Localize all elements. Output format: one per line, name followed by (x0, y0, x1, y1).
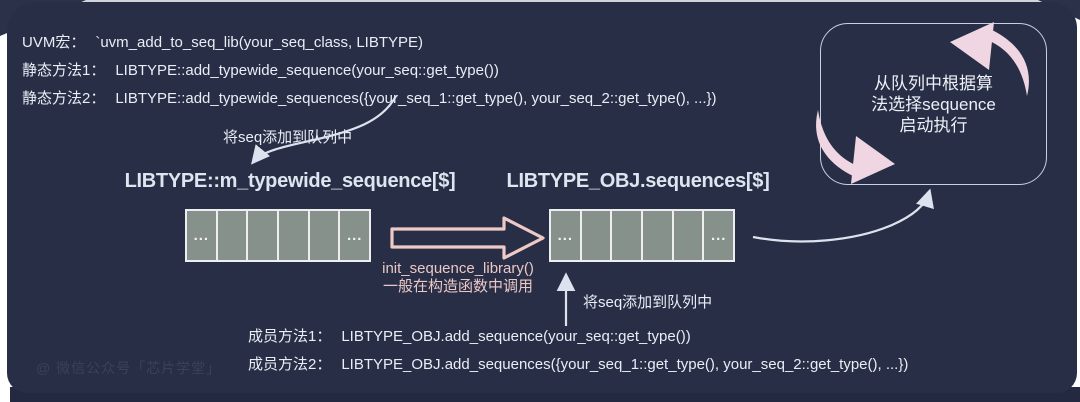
typewide-sequence-queue: ... ... (185, 209, 371, 262)
queue-cell: ... (187, 211, 218, 260)
init-sequence-library-text: init_sequence_library() (382, 260, 534, 277)
uvm-macro-label: UVM宏： (22, 34, 86, 51)
uvm-macro-code: `uvm_add_to_seq_lib(your_seq_class, LIBT… (95, 34, 424, 51)
annotation-add-to-queue-left: 将seq添加到队列中 (223, 129, 353, 146)
annotation-add-to-queue-right: 将seq添加到队列中 (583, 294, 713, 311)
select-box-line2: 法选择sequence (871, 95, 996, 114)
queue-cell (218, 211, 249, 260)
page-top-hairline (0, 0, 1080, 2)
called-in-constructor-text: 一般在构造函数中调用 (382, 278, 533, 295)
member-method-1-code: LIBTYPE_OBJ.add_sequence(your_seq::get_t… (341, 328, 691, 345)
member-method-2-code: LIBTYPE_OBJ.add_sequences({your_seq_1::g… (341, 356, 909, 373)
static-method-1-line: 静态方法1： LIBTYPE::add_typewide_sequence(you… (22, 57, 717, 85)
queue-cell (612, 211, 644, 260)
queue-cell: ... (710, 227, 727, 244)
queue-cell (279, 211, 310, 260)
uvm-macro-line: UVM宏： `uvm_add_to_seq_lib(your_seq_class,… (22, 29, 717, 57)
static-method-2-code: LIBTYPE::add_typewide_sequences({your_se… (115, 90, 717, 107)
queue-cell: ... (551, 211, 582, 260)
select-box-line1: 从队列中根据算 (874, 74, 993, 93)
member-method-1-line: 成员方法1： LIBTYPE_OBJ.add_sequence(your_seq:… (248, 323, 908, 351)
api-methods-bottom: 成员方法1： LIBTYPE_OBJ.add_sequence(your_seq:… (248, 323, 908, 379)
queue-cell (248, 211, 280, 260)
queue-cell (582, 211, 613, 260)
queue-cell: ... (346, 227, 363, 244)
sequences-queue: ... ... (549, 209, 735, 262)
select-sequence-box: 从队列中根据算 法选择sequence 启动执行 (820, 23, 1047, 185)
watermark-text: @ 微信公众号「芯片学堂」 (36, 360, 222, 376)
api-methods-top: UVM宏： `uvm_add_to_seq_lib(your_seq_class,… (22, 29, 717, 113)
init-sequence-library-caption: init_sequence_library() 一般在构造函数中调用 (382, 260, 534, 296)
queue-cell (674, 211, 705, 260)
static-method-1-code: LIBTYPE::add_typewide_sequence(your_seq:… (115, 62, 499, 79)
right-queue-title: LIBTYPE_OBJ.sequences[$] (506, 170, 770, 192)
member-method-1-label: 成员方法1： (248, 328, 332, 345)
static-method-2-line: 静态方法2： LIBTYPE::add_typewide_sequences({y… (22, 85, 717, 113)
static-method-1-label: 静态方法1： (22, 62, 106, 79)
member-method-2-line: 成员方法2： LIBTYPE_OBJ.add_sequences({your_se… (248, 351, 908, 379)
queue-cell (643, 211, 674, 260)
static-method-2-label: 静态方法2： (22, 90, 106, 107)
select-box-line3: 启动执行 (899, 116, 968, 135)
member-method-2-label: 成员方法2： (248, 356, 332, 373)
left-queue-title: LIBTYPE::m_typewide_sequence[$] (124, 170, 456, 192)
queue-cell (310, 211, 341, 260)
